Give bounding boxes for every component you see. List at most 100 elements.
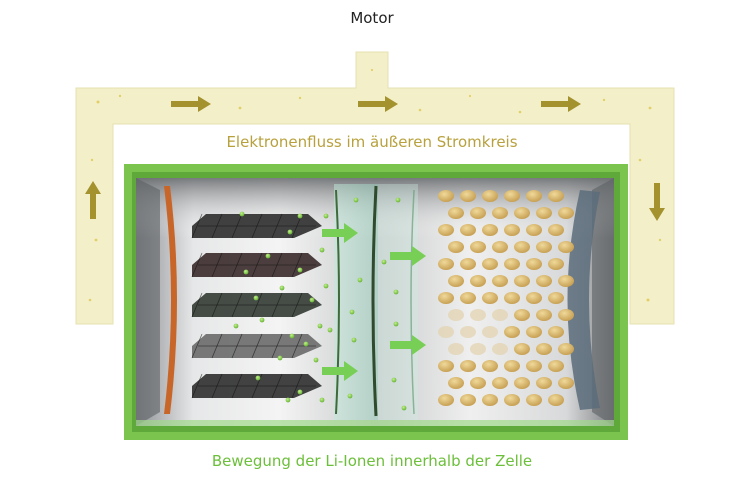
cathode-particle: [558, 343, 574, 355]
cathode-particle: [470, 377, 486, 389]
cathode-particle: [470, 309, 486, 321]
cathode-particle: [526, 258, 542, 270]
lithium-ion: [233, 323, 239, 329]
cathode-collector: [567, 190, 600, 410]
cathode-particle: [504, 224, 520, 236]
cathode-particle: [492, 343, 508, 355]
external-circuit: [75, 51, 675, 325]
lithium-ion: [323, 213, 329, 219]
lithium-ion: [349, 309, 355, 315]
lithium-ion: [297, 267, 303, 273]
cathode-particle: [470, 343, 486, 355]
arrow-right-icon: [322, 223, 358, 243]
external-circuit-label: Elektronenfluss im äußeren Stromkreis: [226, 133, 518, 151]
cathode-particle: [536, 377, 552, 389]
cathode-particle: [492, 377, 508, 389]
cathode-particles: [438, 190, 574, 406]
cathode-particle: [460, 394, 476, 406]
cathode-particle: [492, 275, 508, 287]
lithium-ion: [317, 323, 323, 329]
cathode-particle: [558, 275, 574, 287]
cathode-particle: [526, 360, 542, 372]
cathode-particle: [526, 394, 542, 406]
cathode-particle: [514, 377, 530, 389]
cathode-particle: [448, 207, 464, 219]
arrow-right-icon: [390, 246, 426, 266]
cathode-particle: [460, 258, 476, 270]
lithium-ion: [319, 397, 325, 403]
cathode-particle: [514, 207, 530, 219]
cathode-particle: [492, 207, 508, 219]
lithium-ion: [255, 375, 261, 381]
lithium-ion: [297, 389, 303, 395]
lithium-ion: [287, 229, 293, 235]
cathode-particle: [482, 360, 498, 372]
cathode-particle: [558, 241, 574, 253]
circuit-dots: [88, 68, 662, 302]
cathode-particle: [526, 190, 542, 202]
cathode-particle: [438, 326, 454, 338]
cathode-particle: [460, 326, 476, 338]
lithium-ion: [357, 277, 363, 283]
lithium-ion: [285, 397, 291, 403]
lithium-ion: [401, 405, 407, 411]
lithium-ion: [393, 321, 399, 327]
lithium-ion: [309, 297, 315, 303]
lithium-ion: [243, 269, 249, 275]
cathode-particle: [504, 326, 520, 338]
anode-collector: [164, 186, 177, 414]
cathode-particle: [536, 275, 552, 287]
lithium-ion: [289, 333, 295, 339]
lithium-ion: [393, 289, 399, 295]
cathode-particle: [460, 190, 476, 202]
cathode-particle: [460, 224, 476, 236]
cathode-particle: [526, 292, 542, 304]
cathode-particle: [514, 241, 530, 253]
cathode-particle: [482, 258, 498, 270]
cathode-particle: [514, 343, 530, 355]
arrow-right-icon: [322, 361, 358, 381]
lithium-ion: [313, 357, 319, 363]
cathode-particle: [492, 309, 508, 321]
lithium-ion: [323, 283, 329, 289]
cathode-particle: [548, 258, 564, 270]
cathode-particle: [504, 258, 520, 270]
cathode-particle: [438, 360, 454, 372]
cathode-particle: [460, 292, 476, 304]
cathode-particle: [448, 309, 464, 321]
cathode-particle: [504, 394, 520, 406]
lithium-ions: [233, 197, 407, 411]
arrow-right-icon: [390, 335, 426, 355]
cathode-particle: [504, 190, 520, 202]
cathode-particle: [504, 360, 520, 372]
cathode-particle: [460, 360, 476, 372]
lithium-ion: [303, 341, 309, 347]
lithium-ion: [259, 317, 265, 323]
cathode-particle: [548, 224, 564, 236]
cathode-particle: [438, 258, 454, 270]
cathode-particle: [448, 343, 464, 355]
motor-label: Motor: [350, 9, 394, 27]
cathode-particle: [482, 190, 498, 202]
lithium-ion: [253, 295, 259, 301]
arrow-right-icon: [358, 96, 398, 112]
arrow-right-icon: [171, 96, 211, 112]
graphite-bond: [191, 333, 203, 359]
lithium-ion: [327, 327, 333, 333]
cathode-particle: [482, 326, 498, 338]
cathode-particle: [504, 292, 520, 304]
arrow-down-icon: [649, 183, 665, 221]
cathode-particle: [438, 224, 454, 236]
cathode-particle: [438, 190, 454, 202]
cathode-particle: [482, 224, 498, 236]
cathode-particle: [470, 207, 486, 219]
cathode-particle: [470, 275, 486, 287]
graphite-bond: [191, 213, 203, 239]
cathode-particle: [448, 377, 464, 389]
lithium-ion: [353, 197, 359, 203]
cathode-particle: [548, 326, 564, 338]
lithium-ion: [265, 253, 271, 259]
cathode-particle: [448, 241, 464, 253]
